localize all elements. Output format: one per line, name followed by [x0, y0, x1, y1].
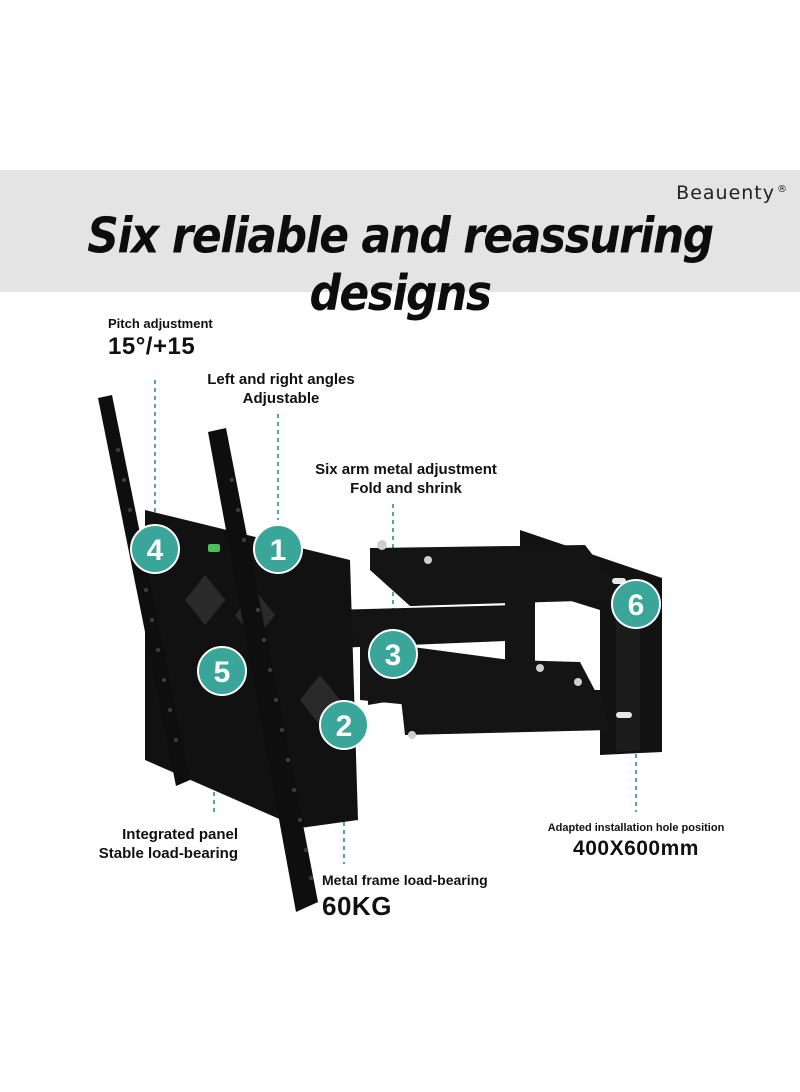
arm-bolts — [377, 540, 582, 739]
badge-2: 2 — [319, 700, 369, 750]
arm-line-1: Six arm metal adjustment — [315, 461, 497, 478]
angles-line-1: Left and right angles — [207, 371, 355, 388]
panel-callout: Integrated panel Stable load-bearing — [60, 826, 238, 864]
frame-callout: Metal frame load-bearing 60KG — [322, 872, 488, 922]
angles-line-2: Adjustable — [242, 389, 320, 407]
swing-arms — [330, 545, 612, 735]
pitch-caption: Pitch adjustment — [108, 316, 213, 331]
headline: Six reliable and reassuring designs — [87, 207, 714, 323]
badge-6-number: 6 — [628, 589, 645, 622]
panel-line-2: Stable load-bearing — [98, 844, 238, 862]
frame-caption: Metal frame load-bearing — [322, 872, 488, 888]
brand-registered-mark: ® — [777, 183, 788, 195]
badge-2-number: 2 — [336, 710, 353, 743]
badge-1: 1 — [253, 524, 303, 574]
badge-3-number: 3 — [385, 639, 402, 672]
brand-name: Beauenty — [676, 182, 775, 204]
brand-logo: Beauenty® — [676, 182, 788, 204]
pitch-callout: Pitch adjustment 15°/+15 — [108, 316, 213, 362]
title-banner: Beauenty® Six reliable and reassuring de… — [0, 170, 800, 322]
frame-value: 60KG — [322, 890, 392, 921]
badge-4-number: 4 — [147, 534, 164, 567]
holes-callout: Adapted installation hole position 400X6… — [530, 822, 742, 862]
badge-6: 6 — [611, 579, 661, 629]
badge-4: 4 — [130, 524, 180, 574]
arm-line-2: Fold and shrink — [350, 479, 462, 497]
angles-callout: Left and right angles Adjustable — [176, 371, 386, 409]
arm-callout: Six arm metal adjustment Fold and shrink — [288, 461, 524, 499]
holes-caption: Adapted installation hole position — [547, 822, 725, 834]
badge-1-number: 1 — [270, 534, 287, 567]
panel-line-1: Integrated panel — [122, 826, 238, 843]
badge-5-number: 5 — [214, 656, 231, 689]
badge-5: 5 — [197, 646, 247, 696]
badge-3: 3 — [368, 629, 418, 679]
bubble-level — [208, 544, 220, 552]
holes-value: 400X600mm — [573, 836, 699, 860]
pitch-value: 15°/+15 — [108, 333, 196, 361]
upright-holes — [115, 447, 314, 881]
